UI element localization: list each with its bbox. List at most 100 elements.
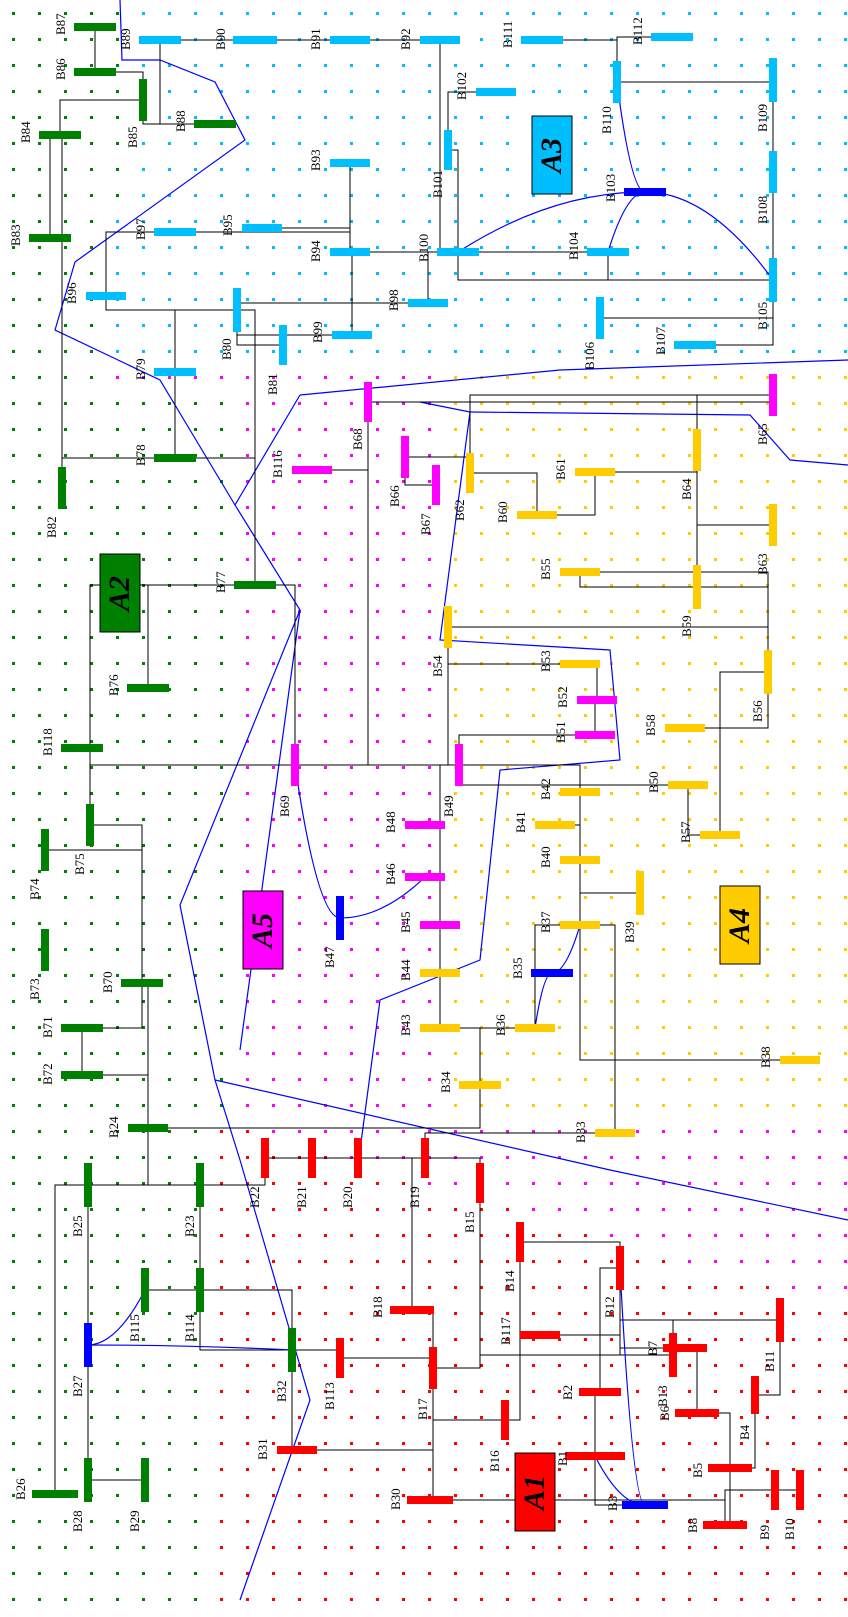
bus-b92[interactable] [420,36,460,44]
bus-b81[interactable] [279,325,287,365]
bus-b82[interactable] [58,467,66,509]
bus-b71[interactable] [61,1024,103,1032]
bus-b31[interactable] [277,1446,317,1454]
bus-b38[interactable] [780,1056,820,1064]
bus-b74[interactable] [41,829,49,871]
bus-b54[interactable] [444,606,452,648]
bus-b34[interactable] [459,1081,501,1089]
bus-b99[interactable] [332,331,372,339]
bus-b62[interactable] [466,453,474,493]
bus-b49[interactable] [455,744,463,786]
bus-b3[interactable] [622,1501,668,1509]
bus-b69[interactable] [291,744,299,786]
bus-b25[interactable] [84,1163,92,1207]
bus-b43[interactable] [420,1024,460,1032]
bus-b79[interactable] [154,368,196,376]
bus-b24[interactable] [128,1124,168,1132]
bus-b110[interactable] [613,61,621,103]
bus-b77[interactable] [234,581,276,589]
bus-b59[interactable] [693,565,701,609]
bus-b96[interactable] [86,292,126,300]
bus-b22[interactable] [261,1138,269,1178]
bus-b70[interactable] [121,979,163,987]
bus-b18[interactable] [390,1306,434,1314]
bus-b9[interactable] [771,1470,779,1510]
bus-b114[interactable] [196,1268,204,1312]
bus-b76[interactable] [127,684,169,692]
bus-b113[interactable] [336,1338,344,1378]
bus-b108[interactable] [769,151,777,193]
bus-b11[interactable] [776,1298,784,1342]
bus-b4[interactable] [751,1376,759,1414]
bus-b17[interactable] [429,1347,437,1389]
bus-b115[interactable] [141,1268,149,1312]
bus-b80[interactable] [233,288,241,332]
bus-b6[interactable] [675,1409,719,1417]
bus-b87[interactable] [74,23,116,31]
bus-b102[interactable] [476,88,516,96]
bus-b93[interactable] [330,159,370,167]
bus-b42[interactable] [560,788,600,796]
bus-b109[interactable] [769,58,777,102]
bus-b20[interactable] [354,1138,362,1178]
bus-b27[interactable] [84,1323,92,1367]
bus-b29[interactable] [141,1458,149,1502]
bus-b28[interactable] [84,1458,92,1502]
bus-b12[interactable] [616,1246,624,1290]
bus-b66[interactable] [401,436,409,478]
bus-b103[interactable] [624,188,666,196]
bus-b32[interactable] [288,1328,296,1372]
bus-b68[interactable] [364,382,372,422]
bus-b101[interactable] [444,130,452,170]
bus-b10[interactable] [796,1470,804,1510]
bus-b33[interactable] [595,1129,635,1137]
bus-b111[interactable] [521,36,563,44]
bus-b48[interactable] [405,821,445,829]
bus-b67[interactable] [432,465,440,505]
bus-b72[interactable] [61,1071,103,1079]
bus-b105[interactable] [769,258,777,302]
bus-b73[interactable] [41,929,49,971]
bus-b19[interactable] [421,1138,429,1178]
bus-b91[interactable] [330,36,370,44]
bus-b88[interactable] [194,120,236,128]
bus-b21[interactable] [308,1138,316,1178]
bus-b45[interactable] [420,921,460,929]
bus-b46[interactable] [405,873,445,881]
bus-b23[interactable] [196,1163,204,1207]
bus-b1[interactable] [565,1452,625,1460]
bus-b84[interactable] [39,131,81,139]
bus-b98[interactable] [408,299,448,307]
bus-b57[interactable] [700,831,740,839]
bus-b47[interactable] [336,896,344,940]
bus-b26[interactable] [32,1490,78,1498]
bus-b60[interactable] [517,511,557,519]
bus-b106[interactable] [596,297,604,339]
bus-b65[interactable] [769,374,777,416]
bus-b50[interactable] [668,781,708,789]
bus-b5[interactable] [708,1464,752,1472]
bus-b75[interactable] [86,804,94,846]
bus-b30[interactable] [407,1496,453,1504]
bus-b100[interactable] [437,248,479,256]
bus-b86[interactable] [74,68,116,76]
bus-b64[interactable] [693,429,701,471]
bus-b63[interactable] [769,504,777,546]
bus-b117[interactable] [520,1331,560,1339]
bus-b89[interactable] [139,36,181,44]
bus-b16[interactable] [501,1400,509,1440]
bus-b15[interactable] [476,1163,484,1203]
bus-b112[interactable] [651,33,693,41]
bus-b94[interactable] [330,248,370,256]
bus-b61[interactable] [575,468,615,476]
bus-b56[interactable] [764,650,772,694]
bus-b36[interactable] [515,1024,555,1032]
bus-b58[interactable] [665,724,705,732]
bus-b95[interactable] [242,224,282,232]
bus-b118[interactable] [61,744,103,752]
bus-b104[interactable] [587,248,629,256]
bus-b97[interactable] [154,228,196,236]
bus-b83[interactable] [29,234,71,242]
bus-b13[interactable] [669,1333,677,1377]
bus-b53[interactable] [560,660,600,668]
